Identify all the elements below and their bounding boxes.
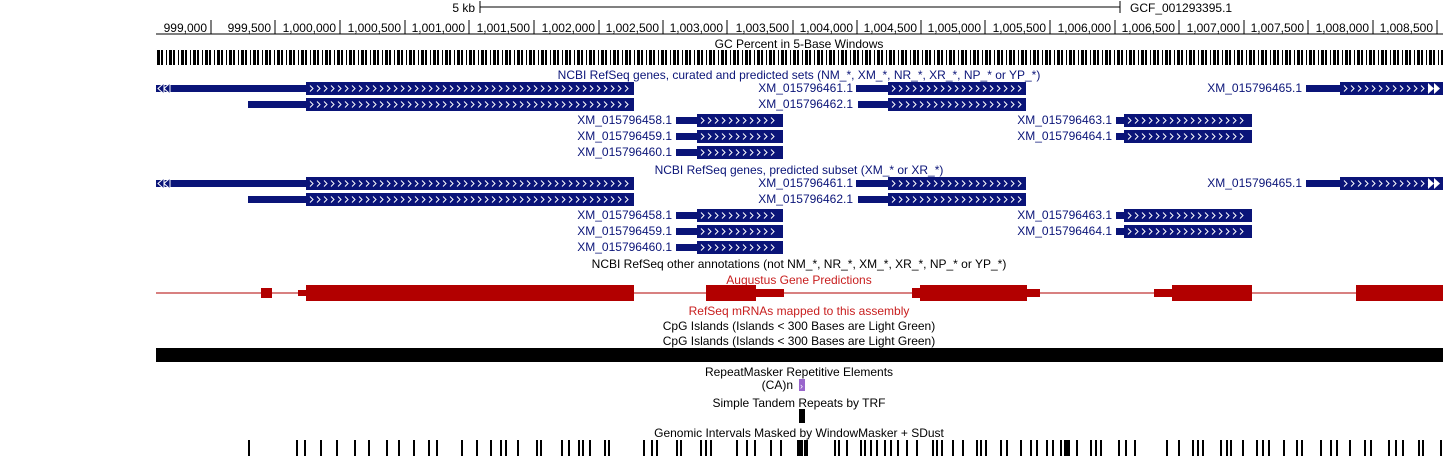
gc-track-title: GC Percent in 5-Base Windows: [715, 37, 884, 51]
ruler-tick-label: 1,003,000: [670, 21, 724, 35]
refseq-other-title: NCBI RefSeq other annotations (not NM_*,…: [592, 257, 1007, 271]
gene-exon[interactable]: [697, 209, 783, 222]
trf-track[interactable]: Simple Tandem Repeats by TRF: [713, 396, 886, 423]
ruler-tick-label: 1,007,500: [1251, 21, 1305, 35]
gene-label[interactable]: XM_015796460.1: [577, 145, 672, 159]
ruler-tick-label: 1,004,000: [800, 21, 854, 35]
gene-exon[interactable]: [697, 225, 783, 238]
ruler-tick-label: 1,001,000: [412, 21, 466, 35]
gene-exon[interactable]: [306, 177, 634, 190]
repeat-element[interactable]: [799, 379, 805, 391]
gene-exon[interactable]: [306, 82, 634, 95]
gene-exon[interactable]: [1340, 177, 1443, 190]
svg-text:›: ›: [800, 381, 803, 391]
gene-exon[interactable]: [888, 177, 1026, 190]
gene-exon[interactable]: [888, 193, 1026, 206]
mrna-track-title: RefSeq mRNAs mapped to this assembly: [689, 304, 910, 318]
ruler-tick-label: 1,006,000: [1058, 21, 1112, 35]
cpg-track-title: CpG Islands (Islands < 300 Bases are Lig…: [663, 319, 935, 333]
gene-exon[interactable]: [697, 130, 783, 143]
ruler-tick-label: 1,008,500: [1380, 21, 1434, 35]
repeatmasker-title: RepeatMasker Repetitive Elements: [705, 365, 893, 379]
windowmasker-title: Genomic Intervals Masked by WindowMasker…: [654, 426, 944, 440]
cpg-island-bar[interactable]: [156, 348, 1443, 362]
ruler-tick-label: 1,000,500: [348, 21, 402, 35]
ruler-tick-label: 1,006,500: [1122, 21, 1176, 35]
repeatmasker-track[interactable]: RepeatMasker Repetitive Elements (CA)n ›: [705, 365, 893, 392]
ruler-tick-label: 1,003,500: [736, 21, 790, 35]
gene-label[interactable]: XM_015796458.1: [577, 113, 672, 127]
gene-exon[interactable]: [888, 98, 1026, 111]
cpg-track-title-2: CpG Islands (Islands < 300 Bases are Lig…: [663, 334, 935, 348]
ruler-tick-label: 1,005,000: [928, 21, 982, 35]
ruler-tick-label: 1,002,500: [606, 21, 660, 35]
gene-label[interactable]: XM_015796460.1: [577, 240, 672, 254]
ruler-tick-label: 999,000: [164, 21, 208, 35]
gene-exon[interactable]: [697, 114, 783, 127]
ruler-tick-label: 1,008,000: [1316, 21, 1370, 35]
gene-exon[interactable]: [697, 146, 783, 159]
augustus-title: Augustus Gene Predictions: [726, 273, 871, 287]
gene-label[interactable]: XM_015796463.1: [1017, 208, 1112, 222]
gene-label[interactable]: XM_015796465.1: [1207, 81, 1302, 95]
ruler-tick-label: 1,002,000: [542, 21, 596, 35]
assembly-label: GCF_001293395.1: [1130, 1, 1232, 15]
gene-exon[interactable]: [888, 82, 1026, 95]
refseq-all-track[interactable]: NCBI RefSeq genes, curated and predicted…: [156, 68, 1443, 159]
refseq-predicted-track[interactable]: NCBI RefSeq genes, predicted subset (XM_…: [156, 163, 1443, 254]
gene-exon[interactable]: [1124, 225, 1252, 238]
ruler-tick-label: 1,001,500: [477, 21, 531, 35]
gene-exon[interactable]: [306, 98, 634, 111]
gene-label[interactable]: XM_015796461.1: [758, 81, 853, 95]
gene-label[interactable]: XM_015796459.1: [577, 224, 672, 238]
gene-exon[interactable]: [1340, 82, 1443, 95]
ruler-tick-label: 1,005,500: [993, 21, 1047, 35]
gene-exon[interactable]: [306, 193, 634, 206]
gene-label[interactable]: XM_015796461.1: [758, 176, 853, 190]
gene-label[interactable]: XM_015796464.1: [1017, 224, 1112, 238]
gene-exon[interactable]: [697, 241, 783, 254]
gene-label[interactable]: XM_015796465.1: [1207, 176, 1302, 190]
scale-label: 5 kb: [452, 1, 475, 15]
windowmasker-track[interactable]: Genomic Intervals Masked by WindowMasker…: [248, 426, 1442, 456]
augustus-track[interactable]: Augustus Gene Predictions: [156, 273, 1443, 301]
ruler-tick-label: 999,500: [228, 21, 272, 35]
trf-title: Simple Tandem Repeats by TRF: [713, 396, 886, 410]
gene-label[interactable]: XM_015796458.1: [577, 208, 672, 222]
gene-exon[interactable]: [1124, 209, 1252, 222]
gc-percent-track[interactable]: GC Percent in 5-Base Windows: [157, 37, 1443, 65]
gene-exon[interactable]: [1124, 114, 1252, 127]
gene-exon[interactable]: [1124, 130, 1252, 143]
refseq-predicted-title: NCBI RefSeq genes, predicted subset (XM_…: [655, 163, 944, 177]
gene-label[interactable]: XM_015796462.1: [758, 97, 853, 111]
base-position-ruler: 999,000 999,500 1,000,000 1,000,500 1,001,00…: [156, 20, 1443, 35]
tandem-repeat[interactable]: [799, 409, 805, 423]
scale-bar: 5 kb GCF_001293395.1: [452, 1, 1232, 15]
gene-label[interactable]: XM_015796464.1: [1017, 129, 1112, 143]
ruler-tick-label: 1,004,500: [864, 21, 918, 35]
ruler-tick-label: 1,007,000: [1187, 21, 1241, 35]
ruler-tick-label: 1,000,000: [283, 21, 337, 35]
gene-label[interactable]: XM_015796463.1: [1017, 113, 1112, 127]
refseq-all-title: NCBI RefSeq genes, curated and predicted…: [558, 68, 1041, 82]
gene-label[interactable]: XM_015796459.1: [577, 129, 672, 143]
gene-label[interactable]: XM_015796462.1: [758, 192, 853, 206]
repeat-element-label: (CA)n: [762, 378, 793, 392]
